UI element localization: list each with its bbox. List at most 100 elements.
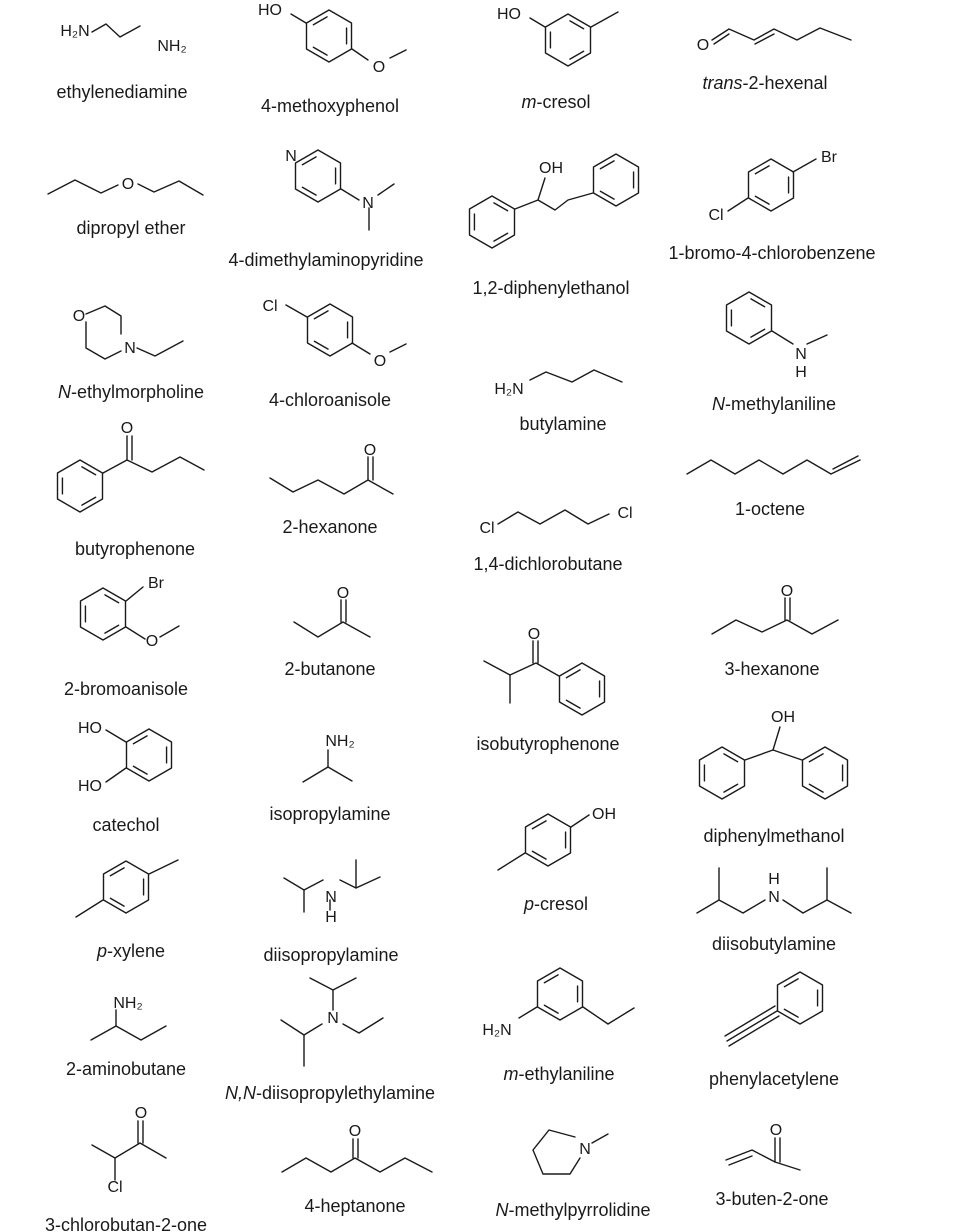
benzene-ring bbox=[56, 459, 104, 513]
compound-name-part: m bbox=[503, 1064, 518, 1084]
atom-label: O bbox=[781, 583, 793, 600]
atom-label: H bbox=[325, 909, 337, 926]
aromatic-double-bond bbox=[81, 466, 97, 476]
compound-n-ethylmorpholine: ONN-ethylmorpholine bbox=[58, 305, 204, 402]
bond bbox=[302, 766, 353, 783]
bond bbox=[389, 343, 407, 353]
benzene-ring bbox=[536, 967, 584, 1021]
atom-label: N bbox=[285, 148, 297, 165]
compound-name: butyrophenone bbox=[75, 539, 195, 559]
bond bbox=[497, 509, 610, 525]
aromatic-double-bond bbox=[783, 978, 799, 988]
atom-label: H₂N bbox=[60, 23, 89, 40]
aromatic-double-bond bbox=[531, 820, 547, 830]
bond bbox=[724, 1005, 776, 1037]
atom-label: N bbox=[327, 1010, 339, 1027]
atom-label: OH bbox=[771, 709, 795, 726]
aromatic-double-bond bbox=[132, 735, 148, 745]
compound-name-part: butyrophenone bbox=[75, 539, 195, 559]
atom-label: HO bbox=[497, 6, 521, 23]
atom-label: O bbox=[135, 1105, 147, 1122]
aromatic-double-bond bbox=[531, 850, 547, 860]
double-bond bbox=[832, 455, 859, 470]
benzene-ring bbox=[544, 13, 592, 67]
aromatic-double-bond bbox=[301, 156, 317, 166]
bond bbox=[125, 626, 146, 640]
compound-name: 1,2-diphenylethanol bbox=[472, 278, 629, 298]
aromatic-double-bond bbox=[312, 46, 328, 56]
bond bbox=[285, 304, 308, 318]
compound-name-part: 3-hexanone bbox=[724, 659, 819, 679]
aromatic-double-bond bbox=[313, 310, 329, 320]
compound-2-butanone: O2-butanone bbox=[284, 585, 375, 679]
compound-name: diisobutylamine bbox=[712, 934, 836, 954]
atom-label: N bbox=[579, 1141, 591, 1158]
bond bbox=[529, 17, 546, 28]
compound-name-part: diphenylmethanol bbox=[703, 826, 844, 846]
bond bbox=[483, 660, 560, 677]
bond bbox=[339, 876, 381, 889]
compound-name: ethylenediamine bbox=[56, 82, 187, 102]
compound-name: diphenylmethanol bbox=[703, 826, 844, 846]
compound-4-heptanone: O4-heptanone bbox=[281, 1123, 433, 1216]
atom-label: NH₂ bbox=[157, 38, 186, 55]
bond bbox=[728, 1015, 780, 1047]
atom-label: HO bbox=[78, 778, 102, 795]
compound-name-part: diisopropylamine bbox=[263, 945, 398, 965]
benzene-ring bbox=[725, 291, 773, 345]
bond bbox=[159, 625, 180, 638]
compound-name: p-xylene bbox=[96, 941, 165, 961]
aromatic-double-bond bbox=[808, 783, 824, 793]
aromatic-double-bond bbox=[132, 765, 148, 775]
atom-label: N bbox=[362, 195, 374, 212]
compound-name: catechol bbox=[92, 815, 159, 835]
compound-name: trans-2-hexenal bbox=[702, 73, 827, 93]
compound-name-part: 1-octene bbox=[735, 499, 805, 519]
compound-name-part: butylamine bbox=[519, 414, 606, 434]
bond bbox=[293, 621, 371, 638]
bond bbox=[281, 1157, 433, 1173]
compound-name: p-cresol bbox=[523, 894, 588, 914]
compound-name: 4-heptanone bbox=[304, 1196, 405, 1216]
compound-2-hexanone: O 2-hexanone bbox=[269, 442, 394, 537]
compound-name: 2-hexanone bbox=[282, 517, 377, 537]
aromatic-double-bond bbox=[569, 50, 585, 60]
benzene-ring bbox=[79, 587, 127, 641]
bond bbox=[269, 477, 394, 495]
compound-name-part: 4-methoxyphenol bbox=[261, 96, 399, 116]
compound-name-part: m bbox=[521, 92, 536, 112]
compound-name-part: dipropyl ether bbox=[76, 218, 185, 238]
aromatic-double-bond bbox=[808, 753, 824, 763]
compound-name-part: -2-hexenal bbox=[742, 73, 827, 93]
aromatic-double-bond bbox=[301, 186, 317, 196]
compound-name: 1,4-dichlorobutane bbox=[473, 554, 622, 574]
atom-label: N bbox=[325, 889, 337, 906]
compound-name: 3-chlorobutan-2-one bbox=[45, 1215, 207, 1232]
compound-name: 2-butanone bbox=[284, 659, 375, 679]
bond bbox=[744, 749, 803, 761]
atom-label: Cl bbox=[617, 505, 632, 522]
bond bbox=[136, 340, 184, 357]
atom-label: O bbox=[146, 633, 158, 650]
atom-label: Cl bbox=[107, 1179, 122, 1196]
compound-diphenylmethanol: OH diphenylmethanol bbox=[698, 709, 849, 846]
bond bbox=[105, 767, 127, 783]
bond bbox=[125, 586, 144, 602]
bond bbox=[582, 1006, 635, 1025]
bond bbox=[91, 1142, 167, 1159]
benzene-ring bbox=[747, 158, 795, 212]
compound-name: 2-aminobutane bbox=[66, 1059, 186, 1079]
atom-label: O bbox=[364, 442, 376, 459]
bond bbox=[532, 1129, 581, 1175]
compound-name-part: 2-hexanone bbox=[282, 517, 377, 537]
atom-label: H bbox=[795, 364, 807, 381]
atom-label: Br bbox=[148, 575, 165, 592]
benzene-ring bbox=[125, 728, 173, 782]
compound-name-part: 1,4-dichlorobutane bbox=[473, 554, 622, 574]
aromatic-double-bond bbox=[723, 753, 739, 763]
